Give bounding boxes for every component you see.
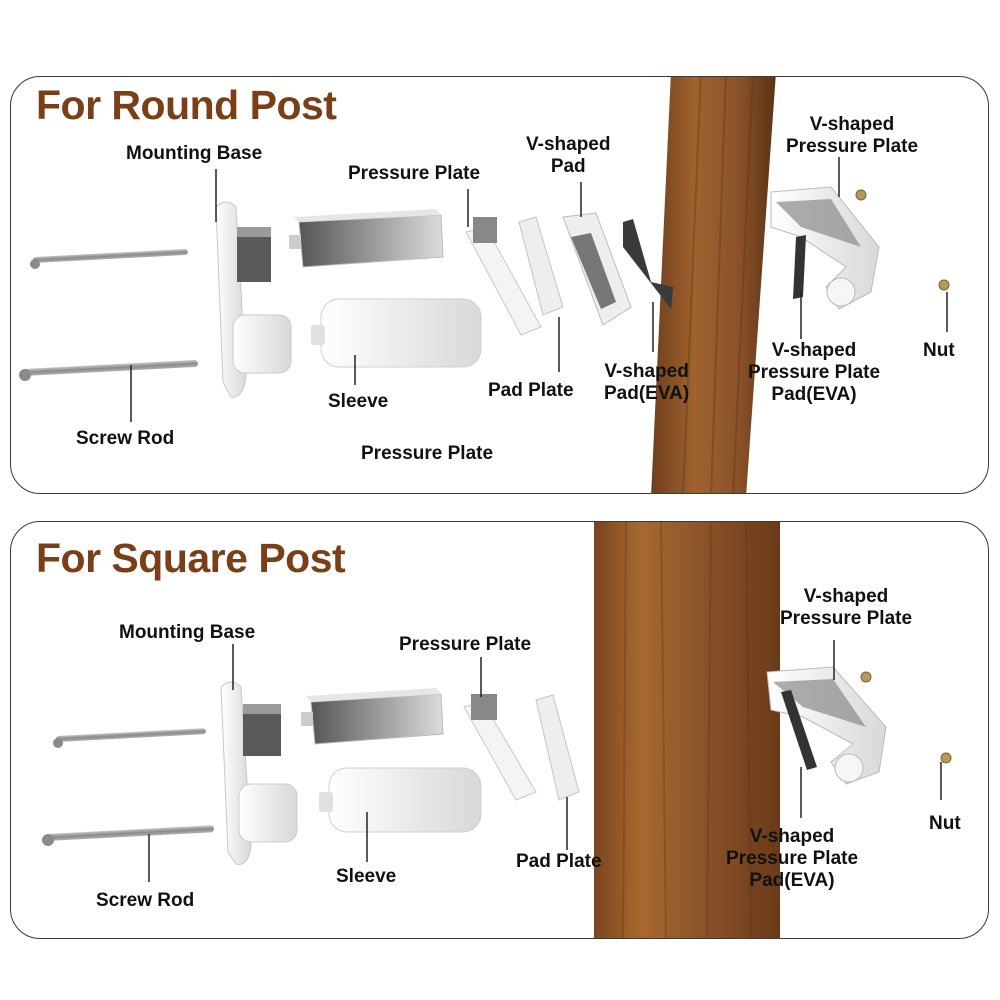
nut-top (860, 671, 872, 683)
label-v-shaped-pad-eva: V-shaped Pad(EVA) (604, 361, 690, 404)
label-pad-plate: Pad Plate (516, 851, 602, 872)
round-wood-post (651, 77, 776, 493)
leader-lines (130, 157, 948, 422)
pressure-plate-part (465, 217, 542, 336)
nut-top (855, 189, 867, 201)
label-mounting-base: Mounting Base (119, 622, 256, 643)
v-shaped-pressure-plate (766, 666, 887, 785)
nut-right (940, 752, 952, 764)
label-pressure-plate-bottom: Pressure Plate (361, 443, 494, 464)
label-sleeve: Sleeve (328, 391, 389, 412)
round-post-illustration (19, 77, 950, 493)
v-shaped-pad (562, 212, 632, 326)
pressure-plate-channel (301, 688, 444, 745)
square-post-illustration (42, 522, 952, 938)
label-pad-plate: Pad Plate (488, 380, 574, 401)
label-v-shaped-pressure-plate-pad-eva: V-shaped Pressure Plate Pad(EVA) (726, 826, 859, 891)
wood-grain (682, 77, 754, 493)
screw-rod-top (53, 728, 206, 748)
leader-lines (148, 640, 942, 882)
label-screw-rod: Screw Rod (76, 428, 175, 449)
pressure-plate-channel (289, 209, 444, 268)
mounting-base (220, 681, 298, 865)
nut-right (938, 279, 950, 291)
label-pressure-plate: Pressure Plate (399, 634, 532, 655)
label-nut: Nut (923, 340, 955, 361)
v-shaped-pressure-plate (770, 186, 880, 310)
pad-plate (518, 216, 564, 316)
screw-rod-top (30, 249, 188, 269)
square-wood-post (594, 522, 780, 938)
square-post-title: For Square Post (36, 535, 346, 581)
pad-plate (535, 694, 580, 801)
label-pressure-plate-top: Pressure Plate (348, 163, 481, 184)
round-post-title: For Round Post (36, 82, 337, 128)
label-nut: Nut (929, 813, 961, 834)
v-shaped-pressure-plate-pad-eva (793, 235, 806, 299)
label-mounting-base: Mounting Base (126, 143, 263, 164)
round-post-panel: For Round Post Mounting Base Pressure Pl… (10, 76, 989, 494)
v-shaped-pad-eva (623, 219, 673, 309)
mounting-base (215, 201, 292, 398)
square-post-panel: For Square Post Mounting Base Pressure P… (10, 521, 989, 939)
label-screw-rod: Screw Rod (96, 890, 195, 911)
label-sleeve: Sleeve (336, 866, 397, 887)
label-v-shaped-pad: V-shaped Pad (526, 134, 611, 177)
screw-rod-bottom (19, 359, 198, 381)
pressure-plate-part (463, 694, 537, 801)
wood-grain (622, 522, 752, 938)
label-v-shaped-pressure-plate: V-shaped Pressure Plate (780, 586, 913, 629)
label-v-shaped-pressure-plate-pad-eva: V-shaped Pressure Plate Pad(EVA) (748, 340, 881, 405)
sleeve (319, 767, 482, 833)
sleeve (311, 298, 482, 368)
screw-rod-bottom (42, 825, 214, 846)
label-v-shaped-pressure-plate: V-shaped Pressure Plate (786, 114, 919, 157)
v-shaped-pressure-plate-pad-eva (781, 690, 817, 770)
